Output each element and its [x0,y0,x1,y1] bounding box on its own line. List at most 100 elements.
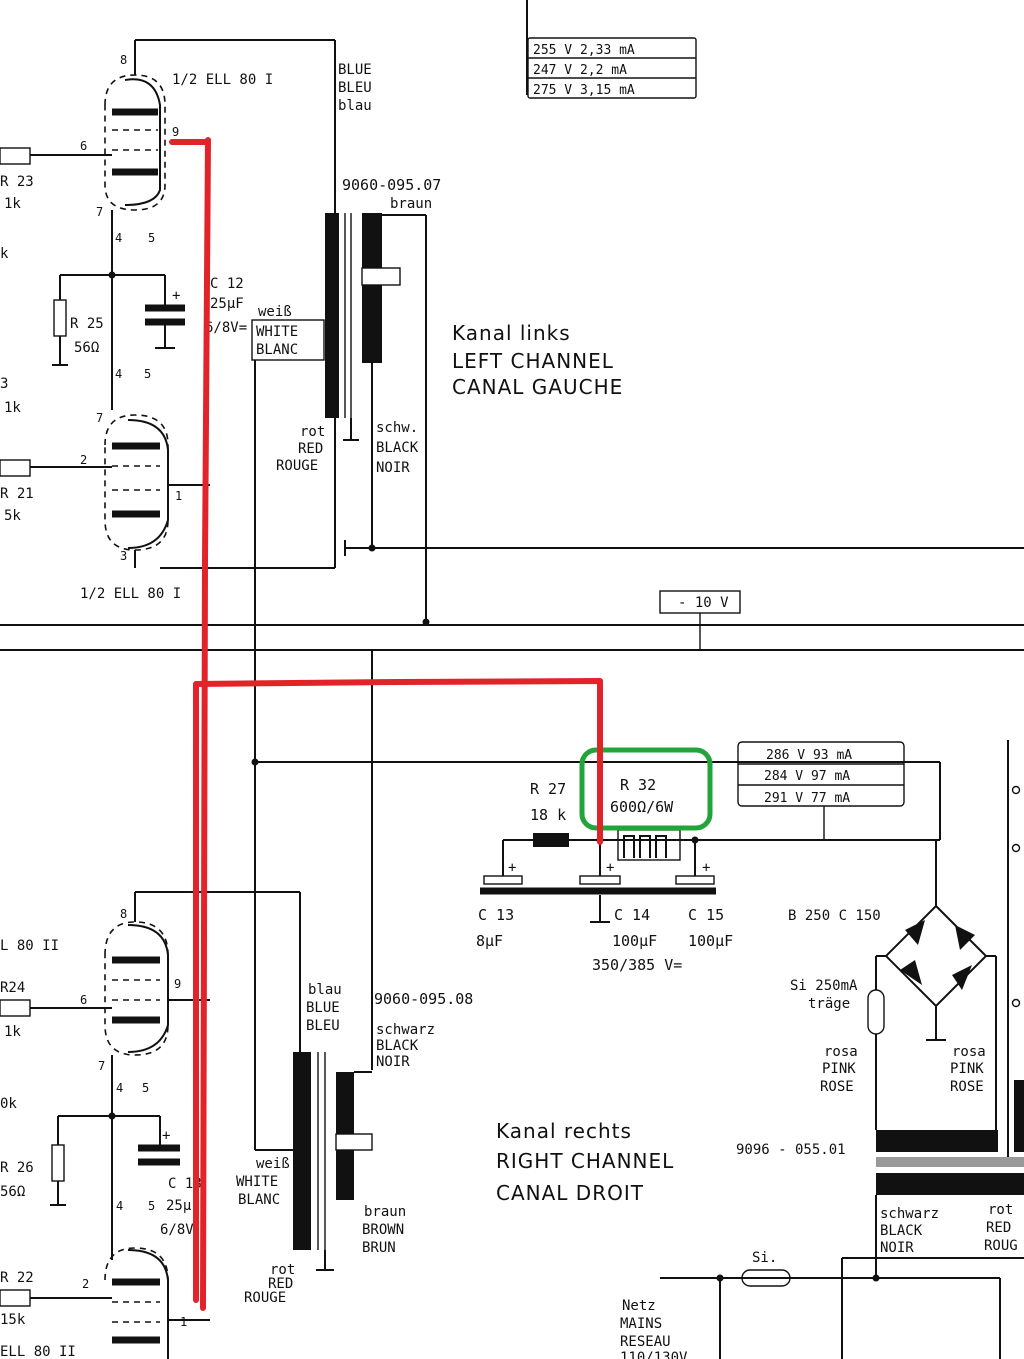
rot-label: rot [270,1262,295,1278]
rot-label: rot [300,424,325,440]
pin-number: 8 [120,907,127,921]
mains-secondary [876,1130,998,1152]
pin-number: 7 [98,1059,105,1073]
highlight-box-r32 [579,747,713,831]
tube-label: ELL 80 II [0,1344,76,1359]
white-label: WHITE [256,324,298,340]
r24-name: R24 [0,980,25,996]
resistor-r32 [617,829,681,861]
tube-envelope-solid [127,1249,169,1359]
pin-number: 5 [142,1081,149,1095]
r32-value: 600Ω/6W [610,798,674,816]
mid-table-box [737,741,905,807]
c13-value: 8µF [476,932,503,950]
channel-left-de: Kanal links [452,321,571,345]
diode [955,925,975,950]
top-table-row: 275 V 3,15 mA [533,83,635,98]
schwarz-label: schwarz [376,1022,435,1038]
schw-label: schw. [376,420,418,436]
output-transformer-left [325,213,401,441]
pin-number: 7 [96,411,103,425]
r22-name: R 22 [0,1270,34,1286]
k-label: 0k [0,1096,17,1112]
rose-label: ROSE [950,1079,984,1095]
black-label: BLACK [376,440,419,456]
resistor-r23 [0,147,31,165]
black-label: BLACK [376,1038,419,1054]
terminal [1011,998,1021,1008]
transformer-secondary [362,285,382,363]
bridge-rectifier [884,904,988,1008]
c13-name: C 13 [478,906,514,924]
channel-right-de: Kanal rechts [496,1119,632,1143]
tube-ell80-i-lower: 4 5 7 2 1 3 [80,367,182,563]
mains-transformer [876,1080,1024,1195]
plus-sign: + [162,1128,170,1144]
tube-label: 1/2 ELL 80 I [172,72,273,88]
bleu-label: BLEU [306,1018,340,1034]
pin-number: 4 [116,1199,123,1213]
top-table-box [527,37,697,99]
r32-name: R 32 [620,776,656,794]
junction [251,758,259,766]
tube-envelope-solid [124,78,161,206]
braun-label: braun [364,1204,406,1220]
junction [368,544,376,552]
r-value: 1k [4,400,21,416]
resistor-r22 [0,1289,31,1307]
r27-value: 18 k [530,806,566,824]
terminal [1011,843,1021,853]
rouge-label: ROUG [984,1238,1018,1254]
r21-name: R 21 [0,486,34,502]
c14-name: C 14 [614,906,650,924]
white-label: WHITE [236,1174,278,1190]
capacitor-c15 [675,875,715,885]
mains-voltage: 110/130V [620,1350,688,1359]
channel-right-en: RIGHT CHANNEL [496,1149,674,1173]
r25-value: 56Ω [74,340,99,356]
plus-sign: + [508,860,516,876]
pin-number: 2 [80,453,87,467]
tube-envelope [104,74,166,211]
tube-label: 1/2 ELL 80 I [80,586,181,602]
channel-left-en: LEFT CHANNEL [452,349,614,373]
r23-name: R 23 [0,174,34,190]
r23-value: 1k [4,196,21,212]
c14-value: 100µF [612,932,657,950]
diode [952,965,972,990]
top-voltage-table: 255 V 2,33 mA 247 V 2,2 mA 275 V 3,15 mA [526,0,697,99]
pin-number: 9 [172,125,179,139]
mains-transformer-part: 9096 - 055.01 [736,1142,846,1158]
transformer-tap [335,1133,373,1151]
mid-table-row: 291 V 77 mA [764,791,850,806]
tube-envelope [104,414,169,551]
pin-number: 6 [80,993,87,1007]
mid-table-row: 286 V 93 mA [766,748,852,763]
tube-ell80-i-upper: 8 6 9 7 4 5 [80,53,179,245]
mid-table-row: 284 V 97 mA [764,769,850,784]
transformer-part-number: 9060-095.08 [374,990,473,1008]
reseau-label: RESEAU [620,1334,671,1350]
r32-winding [623,835,667,858]
mains-label: MAINS [620,1316,662,1332]
rot-label: rot [988,1202,1013,1218]
pin-number: 4 [115,231,122,245]
pin-number: 9 [174,977,181,991]
misc-label: 3 [0,376,8,392]
rosa-label: rosa [952,1044,986,1060]
fuse-si-label: Si. [752,1250,777,1266]
pink-label: PINK [950,1061,984,1077]
pin-number: 6 [80,139,87,153]
top-table-row: 255 V 2,33 mA [533,43,635,58]
pin-number: 1 [180,1315,187,1329]
channel-left-fr: CANAL GAUCHE [452,375,623,399]
highlight-trace-vertical [169,137,211,1311]
transformer-tap [361,267,401,286]
red-label: RED [298,441,323,457]
pin-number: 2 [82,1277,89,1291]
junction [108,271,116,279]
terminal [1011,785,1021,795]
red-label: RED [268,1276,293,1292]
netz-label: Netz [622,1298,656,1314]
tube-ell80-ii-upper: 8 6 9 7 4 5 [80,907,181,1095]
